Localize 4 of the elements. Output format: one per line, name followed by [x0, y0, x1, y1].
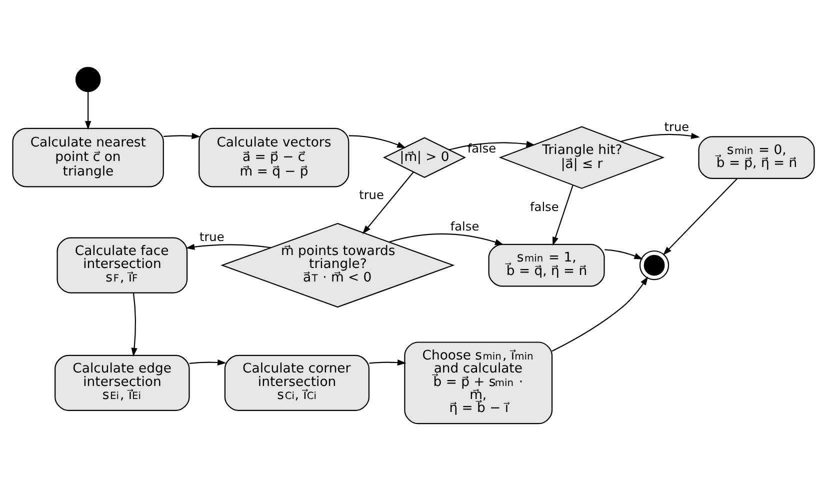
edge-label: false — [467, 141, 496, 156]
edge-label: true — [664, 120, 690, 134]
edge-label: false — [530, 199, 559, 214]
edge-label: true — [359, 187, 384, 202]
